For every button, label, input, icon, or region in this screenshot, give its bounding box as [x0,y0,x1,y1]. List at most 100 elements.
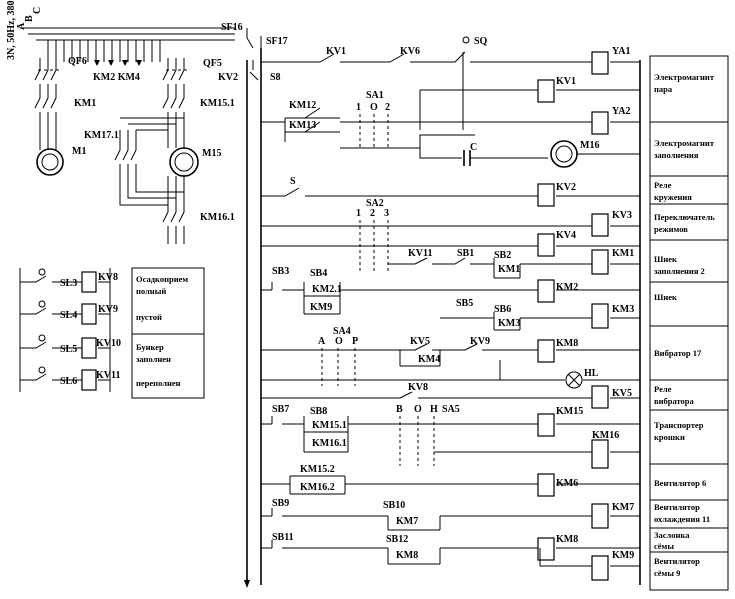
sl4-label: SL4 [60,310,77,321]
s-label: S [290,176,296,187]
kv3-coil [591,213,609,237]
kv9-label: KV9 [470,336,490,347]
sb7-label: SB7 [272,404,289,415]
km12-km13-contacts [261,107,340,142]
fn-2-line-2: заполнения [654,150,699,160]
kv5-coil [591,385,609,409]
control-rungs: KV1 KV6 SQ YA1 KV1 KM12 KM13 SA1 1 O 2 Y… [261,36,640,581]
sa1-switch [359,114,389,150]
km7-contact-label: KM7 [396,516,418,527]
legend-1-line-4: пустой [136,312,162,322]
kv3-label: KV3 [612,210,632,221]
rung-km3 [440,312,640,331]
kv5-label: KV5 [410,336,430,347]
rung-m16 [340,134,548,159]
km8-contact-label: KM8 [396,550,418,561]
sa5-pos-b: B [396,404,403,415]
rung-kv2 [261,187,640,197]
sl5-label: SL5 [60,344,77,355]
rung-kv1 [419,89,640,130]
kv1-label: KV1 [326,46,346,57]
fn-1-line-1: Электромагнит [654,72,715,82]
bus-arrow [244,580,250,588]
fn-12-line-1: Заслонка [654,530,690,540]
km3-coil-label: KM3 [612,304,634,315]
sf17-label: SF17 [266,36,288,47]
qf5-label: QF5 [203,58,222,69]
supply-label: 3N, 50Hz, 380 B [6,0,17,60]
m15-motor [169,147,199,177]
kv8-level-label: KV8 [98,272,118,283]
rung-km2 [261,282,640,315]
legend-2-line-1: Бункер [136,342,164,352]
fn-4-line-2: режимов [654,224,688,234]
fn-11-line-2: охлаждения 11 [654,514,710,524]
km15-1-label: KM15.1 [312,420,347,431]
km16-1-label: KM16.1 [312,438,347,449]
kv6-label: KV6 [400,46,420,57]
rung-km8b [261,540,640,565]
kv11-label: KV11 [408,248,432,259]
sl6-label: SL6 [60,376,77,387]
m15-leads [167,112,185,148]
hl-label: HL [584,368,599,379]
km9-label: KM9 [310,302,332,313]
kv1-coil-label: KV1 [556,76,576,87]
m15-rotor [174,152,194,172]
m1-label: M1 [72,146,86,157]
rung-ya1 [261,51,640,63]
m15-label: M15 [202,148,221,159]
kv10-level-label: KV10 [96,338,121,349]
kv2-power-label: KV2 [218,72,238,83]
kv9-level-coil [81,303,97,325]
ya1-label: YA1 [612,46,631,57]
sl3-wire [20,275,110,283]
kv11-level-coil [81,369,97,391]
fn-12-line-2: сёмы [654,541,674,551]
ya1-coil [591,51,609,75]
sb2-label: SB2 [494,250,511,261]
km7-coil-label: KM7 [612,502,634,513]
level-switch-row-4: SL6 KV11 [20,366,120,391]
km6-coil [537,473,555,497]
km6-coil-label: KM6 [556,478,578,489]
sq-label: SQ [474,36,488,47]
fn-13-line-1: Вентилятор [654,556,700,566]
kv9-level-label: KV9 [98,304,118,315]
rung-km1 [388,257,640,279]
km16-coil-label: KM16 [592,430,619,441]
sl3-float [38,268,46,276]
sb5-label: SB5 [456,298,473,309]
km13-label: KM13 [289,120,316,131]
fn-3-line-1: Реле [654,180,672,190]
fn-10-line-1: Вентилятор 6 [654,478,706,488]
km8b-coil-label: KM8 [556,534,578,545]
sa4-label: SA4 [333,326,351,337]
legend-1-line-1: Осадкоприем [136,274,188,284]
level-switch-row-3: SL5 KV10 [20,334,121,359]
km8-coil [537,339,555,363]
km8b-coil [537,537,555,561]
phase-b-label: B [24,15,35,22]
legend-2-line-4: переполнен [136,378,181,388]
sa1-label: SA1 [366,90,384,101]
sa1-pos-2: 2 [385,102,390,113]
rung-km7 [261,508,640,531]
km16-1-power-label: KM16.1 [200,212,235,223]
sa5-pos-h: H [430,404,438,415]
fn-9-line-2: крошки [654,432,685,442]
kv8-level-coil [81,271,97,293]
rung-km6 [261,475,640,495]
km4-label: KM4 [418,354,440,365]
rung-hl [261,360,640,381]
km17-1-label: KM17.1 [84,130,119,141]
sa5-pos-o: O [414,404,422,415]
fn-6-line-1: Шнек [654,292,677,302]
km15-1-contacts [162,84,185,109]
sl5-wire [20,341,110,349]
fn-8-line-1: Реле [654,384,672,394]
km1-contacts [34,84,57,109]
supply-taps [47,40,161,62]
m16-rotor [555,145,573,163]
